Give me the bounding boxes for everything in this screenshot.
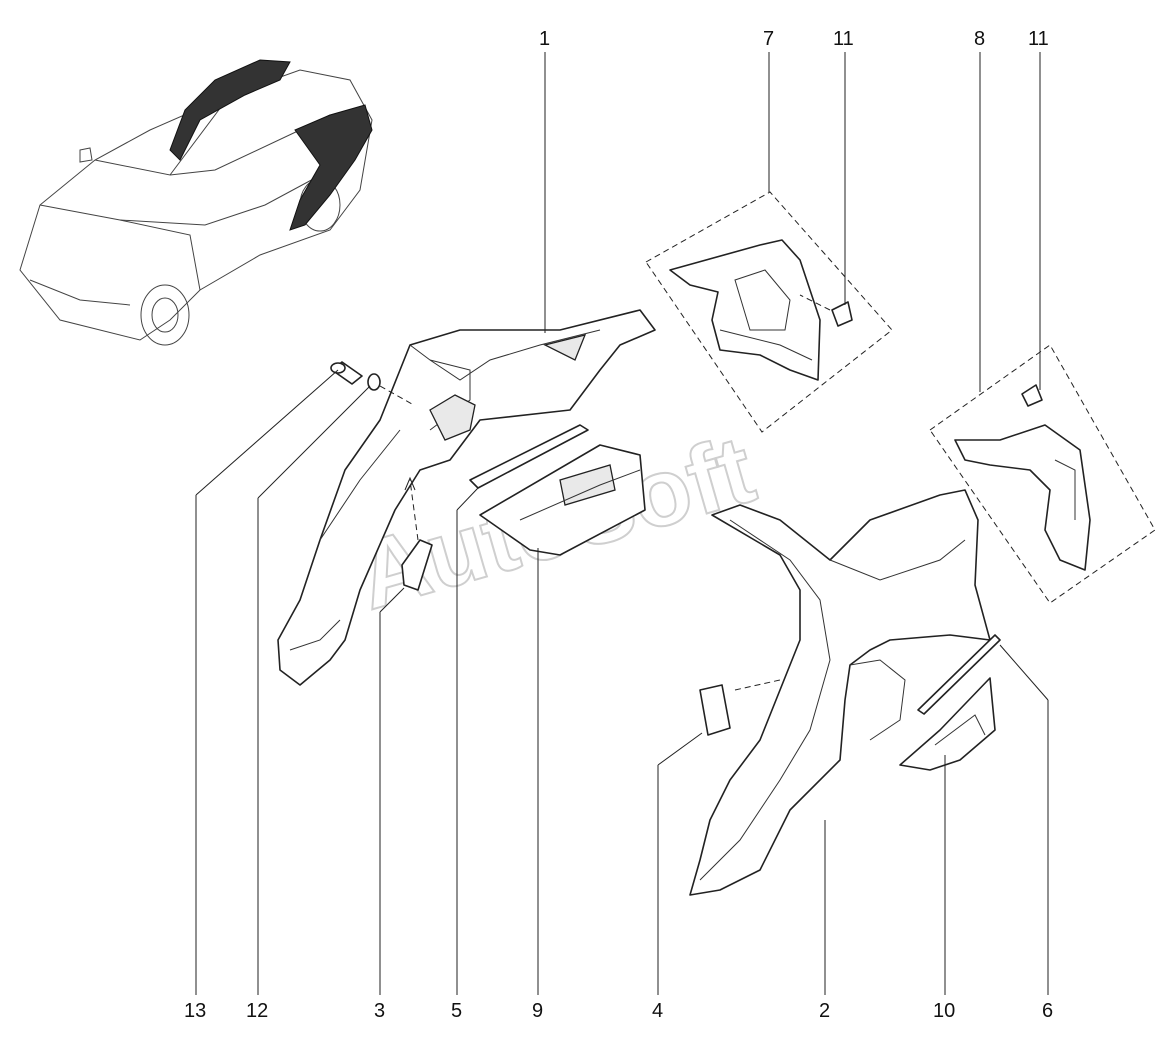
leader-lines [195,52,1049,995]
callout-13: 13 [184,1000,206,1022]
reference-car-illustration [19,59,373,346]
part-10-panel [899,677,996,771]
part-13-bolt [330,361,363,385]
part-4-bracket [699,684,731,736]
part-6-strip [917,634,1001,715]
callout-12: 12 [246,1000,268,1022]
part-1-inner-side-panel [277,309,656,686]
part-9-inner-panel [479,444,646,556]
group-8-box [929,344,1156,604]
callout-2: 2 [819,1000,830,1022]
part-12-washer [367,373,381,391]
callout-6: 6 [1042,1000,1053,1022]
callout-10: 10 [933,1000,955,1022]
part-2-outer-side-panel [689,489,991,896]
callout-7: 7 [763,28,774,50]
callout-4: 4 [652,1000,663,1022]
arrow-3-to-1 [409,479,419,541]
washer-to-panel-line [379,385,413,405]
callout-8: 8 [974,28,985,50]
group-7-box [645,191,893,433]
callout-9: 9 [532,1000,543,1022]
part-11-clip-lower [1021,384,1043,407]
arrow-4-to-2 [734,679,781,691]
part-5-rail [469,424,589,489]
part-11-clip-upper [831,301,853,327]
callout-11-lower: 11 [1028,28,1049,50]
callout-11-upper: 11 [833,28,854,50]
arrow-11-to-7 [799,294,831,311]
callout-3: 3 [374,1000,385,1022]
part-3-bracket [401,539,433,591]
arrowhead-3 [404,476,416,491]
callout-5: 5 [451,1000,462,1022]
callout-1: 1 [539,28,550,50]
